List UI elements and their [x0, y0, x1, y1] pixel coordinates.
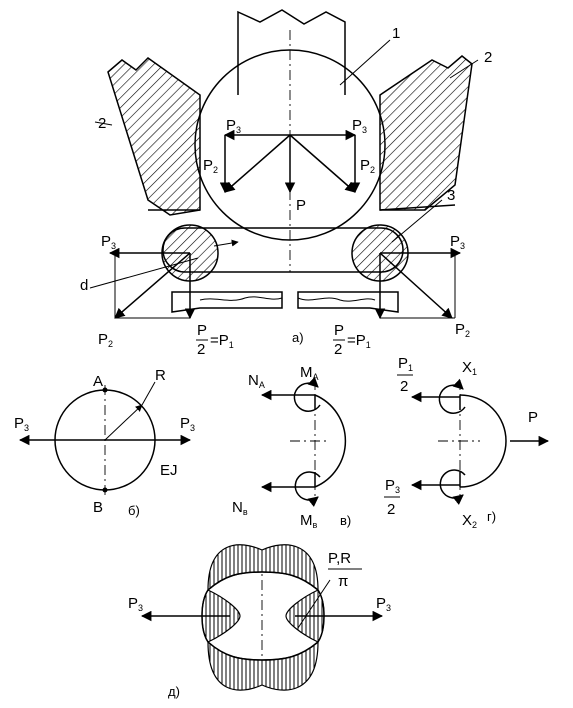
- force-P-label: P: [296, 197, 306, 214]
- figure-g: P1 2 P3 2 X1 X2 P г): [384, 355, 550, 530]
- svg-text:P3: P3: [385, 477, 400, 495]
- caption-d: д): [168, 684, 180, 699]
- point-A-label: A: [93, 373, 103, 390]
- svg-text:2: 2: [197, 341, 205, 358]
- radius-label: R: [155, 367, 166, 384]
- svg-text:P2: P2: [203, 157, 218, 175]
- N-A-label: NA: [248, 372, 265, 390]
- caption-g: г): [487, 509, 496, 524]
- X2-label: X2: [462, 512, 477, 530]
- svg-text:P1: P1: [398, 355, 413, 373]
- ring-forces-right: [374, 247, 462, 320]
- housing-right: [379, 55, 473, 211]
- figure-a: 1 2 2 3 P3 P3 P2 P2 P d: [80, 9, 492, 358]
- half-ring-v: [314, 394, 347, 488]
- svg-text:P: P: [528, 409, 538, 426]
- figure-v: NA MA Nв Mв в): [232, 364, 351, 530]
- svg-text:P2: P2: [360, 157, 375, 175]
- part-3-label: 3: [447, 187, 455, 204]
- point-B-label: B: [93, 499, 103, 516]
- svg-text:P3: P3: [376, 595, 391, 613]
- svg-text:=P1: =P1: [210, 332, 234, 350]
- svg-text:P2: P2: [98, 331, 113, 349]
- svg-text:P: P: [197, 322, 207, 339]
- diameter-label: d: [80, 277, 88, 294]
- svg-text:=P1: =P1: [347, 332, 371, 350]
- svg-text:2: 2: [387, 501, 395, 518]
- svg-text:P3: P3: [14, 415, 29, 433]
- part-2-right-label: 2: [484, 49, 492, 66]
- ball-force-vectors: [219, 129, 361, 194]
- caption-v: в): [340, 513, 351, 528]
- base-plate-left: [171, 291, 283, 313]
- M-B-label: Mв: [300, 512, 318, 530]
- svg-text:P3: P3: [226, 117, 241, 135]
- svg-text:P: P: [334, 322, 344, 339]
- caption-a: а): [292, 330, 304, 345]
- svg-text:2: 2: [334, 341, 342, 358]
- housing-left: [107, 57, 201, 216]
- moment-den-label: π: [338, 573, 348, 590]
- part-1-label: 1: [392, 25, 400, 42]
- M-A-label: MA: [300, 364, 319, 382]
- svg-text:P3: P3: [128, 595, 143, 613]
- stiffness-label: EJ: [160, 462, 178, 479]
- svg-text:P2: P2: [455, 321, 470, 339]
- ring-forces-left: [108, 247, 196, 320]
- moment-lobe-top: [207, 544, 319, 592]
- X1-label: X1: [462, 359, 477, 377]
- part-2-left-label: 2: [98, 115, 106, 132]
- svg-text:P3: P3: [180, 415, 195, 433]
- caption-b: б): [128, 503, 140, 518]
- svg-text:P3: P3: [101, 233, 116, 251]
- moment-value-label: P,R: [328, 550, 351, 567]
- svg-text:2: 2: [400, 378, 408, 395]
- shaft-outline: [237, 9, 346, 95]
- N-B-label: Nв: [232, 499, 248, 517]
- svg-text:P3: P3: [450, 233, 465, 251]
- figure-b: P3 P3 A B R EJ б): [14, 367, 195, 518]
- figure-d: P3 P3 P,R π д): [128, 544, 391, 699]
- moment-lobe-bottom: [207, 640, 319, 691]
- base-plate-right: [297, 291, 399, 313]
- half-ring-g: [459, 394, 507, 488]
- svg-text:P3: P3: [352, 117, 367, 135]
